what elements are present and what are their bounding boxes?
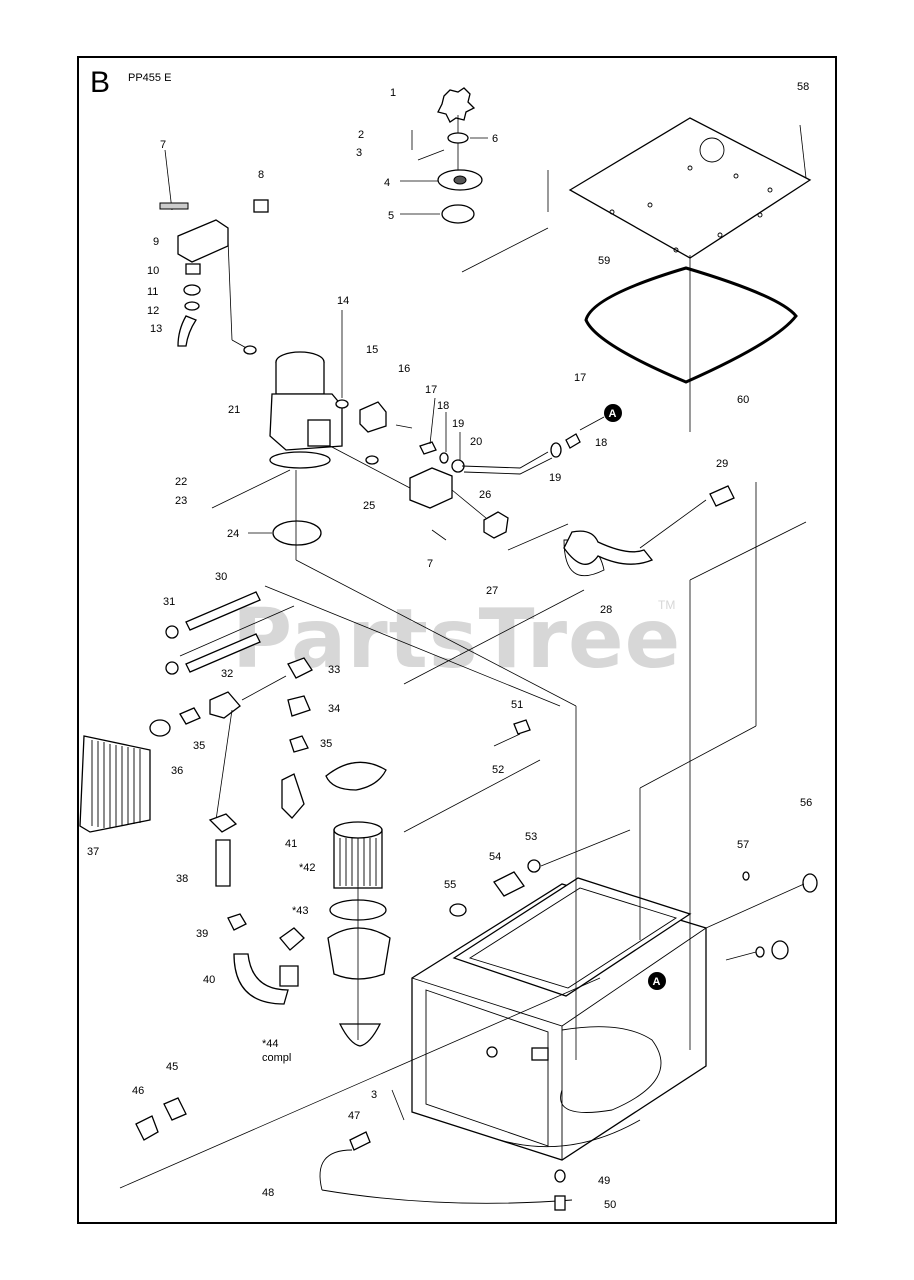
label-37: 37 — [87, 846, 99, 858]
label-57: 57 — [737, 839, 749, 851]
label-56: 56 — [800, 797, 812, 809]
label-12: 12 — [147, 305, 159, 317]
plugs-56-57 — [705, 871, 818, 961]
label-31: 31 — [163, 596, 175, 608]
label-53: 53 — [525, 831, 537, 843]
label-6: 6 — [492, 133, 498, 145]
part-number-labels: 1 2 3 4 5 6 7 8 9 10 11 12 13 14 15 16 1… — [87, 81, 812, 1211]
label-59: 59 — [598, 255, 610, 267]
label-43: *43 — [292, 905, 309, 917]
label-15: 15 — [366, 344, 378, 356]
label-19a: 19 — [452, 418, 464, 430]
label-49: 49 — [598, 1175, 610, 1187]
label-5: 5 — [388, 210, 394, 222]
label-50: 50 — [604, 1199, 616, 1211]
marker-A-bottom-text: A — [653, 976, 661, 988]
label-44: *44 — [262, 1038, 279, 1050]
hydraulic-fittings-15-20 — [359, 397, 581, 475]
label-28: 28 — [600, 604, 612, 616]
label-18b: 18 — [595, 437, 607, 449]
label-51: 51 — [511, 699, 523, 711]
label-25: 25 — [363, 500, 375, 512]
watermark-tm: TM — [658, 598, 676, 612]
label-11: 11 — [147, 286, 158, 298]
label-54: 54 — [489, 851, 501, 863]
label-32: 32 — [221, 668, 233, 680]
marker-A-bottom: A — [648, 972, 666, 990]
label-46: 46 — [132, 1085, 144, 1097]
label-44b: compl — [262, 1052, 291, 1064]
fittings-32-36 — [179, 657, 313, 821]
label-16: 16 — [398, 363, 410, 375]
label-3: 3 — [356, 147, 362, 159]
section-letter: B — [90, 66, 111, 99]
label-18a: 18 — [437, 400, 449, 412]
gasket-60 — [584, 266, 798, 384]
label-17a: 17 — [425, 384, 437, 396]
label-58: 58 — [797, 81, 809, 93]
breather-53-55 — [449, 829, 631, 917]
label-24: 24 — [227, 528, 239, 540]
label-3b: 3 — [371, 1089, 377, 1101]
hoses-38-40 — [208, 813, 305, 1005]
label-26: 26 — [479, 489, 491, 501]
label-38: 38 — [176, 873, 188, 885]
marker-A-top-text: A — [609, 408, 617, 420]
label-14: 14 — [337, 295, 349, 307]
label-34: 34 — [328, 703, 340, 715]
label-33: 33 — [328, 664, 340, 676]
label-19b: 19 — [549, 472, 561, 484]
label-7b: 7 — [427, 558, 433, 570]
o-ring-24 — [211, 469, 322, 546]
model-label: PP455 E — [128, 72, 172, 84]
label-39: 39 — [196, 928, 208, 940]
label-36: 36 — [171, 765, 183, 777]
label-35b: 35 — [193, 740, 205, 752]
valve-block-9 — [159, 149, 269, 351]
label-55: 55 — [444, 879, 456, 891]
bracket-51-52 — [493, 719, 531, 747]
filler-cap — [437, 87, 476, 170]
hoses-30-31 — [165, 585, 561, 707]
label-4: 4 — [384, 177, 390, 189]
diagram-frame — [77, 56, 837, 1224]
label-9: 9 — [153, 236, 159, 248]
label-42: *42 — [299, 862, 316, 874]
filter-housing — [325, 761, 391, 1047]
sensor-45-46 — [135, 1097, 187, 1141]
sensor-47-48 — [319, 1131, 573, 1204]
label-23: 23 — [175, 495, 187, 507]
label-17b: 17 — [574, 372, 586, 384]
valve-block-25 — [329, 445, 735, 577]
label-7: 7 — [160, 139, 166, 151]
leader-lines — [119, 470, 807, 1189]
label-27: 27 — [486, 585, 498, 597]
label-22: 22 — [175, 476, 187, 488]
label-60: 60 — [737, 394, 749, 406]
label-40: 40 — [203, 974, 215, 986]
cover-plate — [461, 117, 812, 432]
label-20: 20 — [470, 436, 482, 448]
label-13: 13 — [150, 323, 162, 335]
label-52: 52 — [492, 764, 504, 776]
oil-cooler-37 — [79, 719, 171, 833]
label-35a: 35 — [320, 738, 332, 750]
label-41: 41 — [285, 838, 297, 850]
label-30: 30 — [215, 571, 227, 583]
label-2: 2 — [358, 129, 364, 141]
label-21: 21 — [228, 404, 240, 416]
label-48: 48 — [262, 1187, 274, 1199]
label-29: 29 — [716, 458, 728, 470]
label-8: 8 — [258, 169, 264, 181]
label-1: 1 — [390, 87, 396, 99]
drain-49-50 — [554, 1169, 566, 1211]
pump-21 — [243, 310, 349, 469]
label-10: 10 — [147, 265, 159, 277]
label-47: 47 — [348, 1110, 360, 1122]
label-45: 45 — [166, 1061, 178, 1073]
filler-flange — [400, 130, 488, 224]
hydraulic-tank — [391, 877, 707, 1161]
marker-A-top: A — [579, 404, 622, 431]
